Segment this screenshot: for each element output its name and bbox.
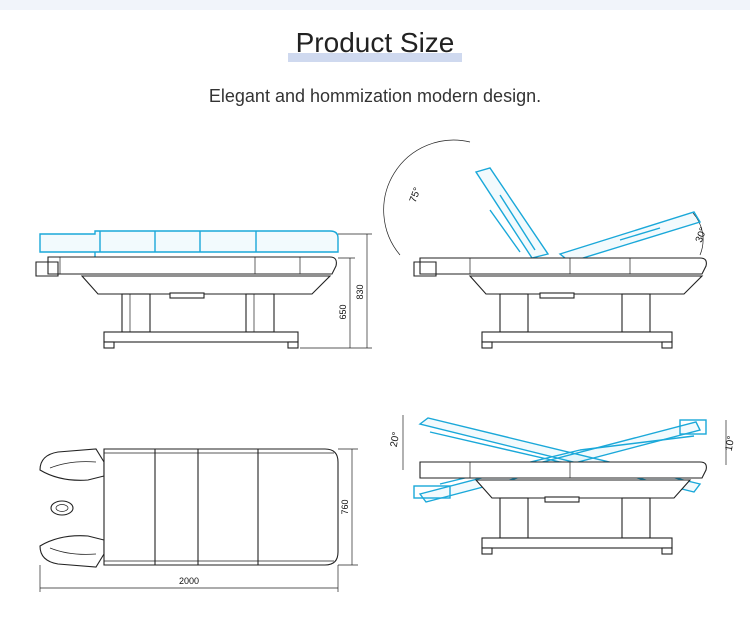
face-hole [50,500,74,516]
top-band [0,0,750,10]
lift-column-right [245,293,275,333]
side-view-tilt: 20° 10° [389,415,737,555]
dim-height-830: 830 [355,284,365,299]
head-pad-upper [39,448,105,481]
title-wrap: Product Size [0,26,750,62]
dim-length-2000: 2000 [179,576,199,586]
page-title: Product Size [287,26,463,62]
blue-top-outline [39,230,339,253]
base-frame [103,331,299,343]
top-view: 760 2000 [39,448,358,592]
mattress [47,256,337,275]
side-view-raised: 75° 30° [383,139,710,349]
angle-10: 10° [724,435,737,452]
page-subtitle: Elegant and hommization modern design. [208,86,542,106]
head-pad-lower [39,535,105,568]
angle-30: 30° [694,226,710,244]
table-top-body [103,448,339,566]
dim-height-650: 650 [338,304,348,319]
page-title-text: Product Size [295,27,455,58]
dim-width-760: 760 [340,499,350,514]
side-view-flat: 650 830 [35,230,372,349]
angle-75: 75° [408,186,424,204]
lift-column-left [121,293,151,333]
angle-20: 20° [389,431,402,448]
